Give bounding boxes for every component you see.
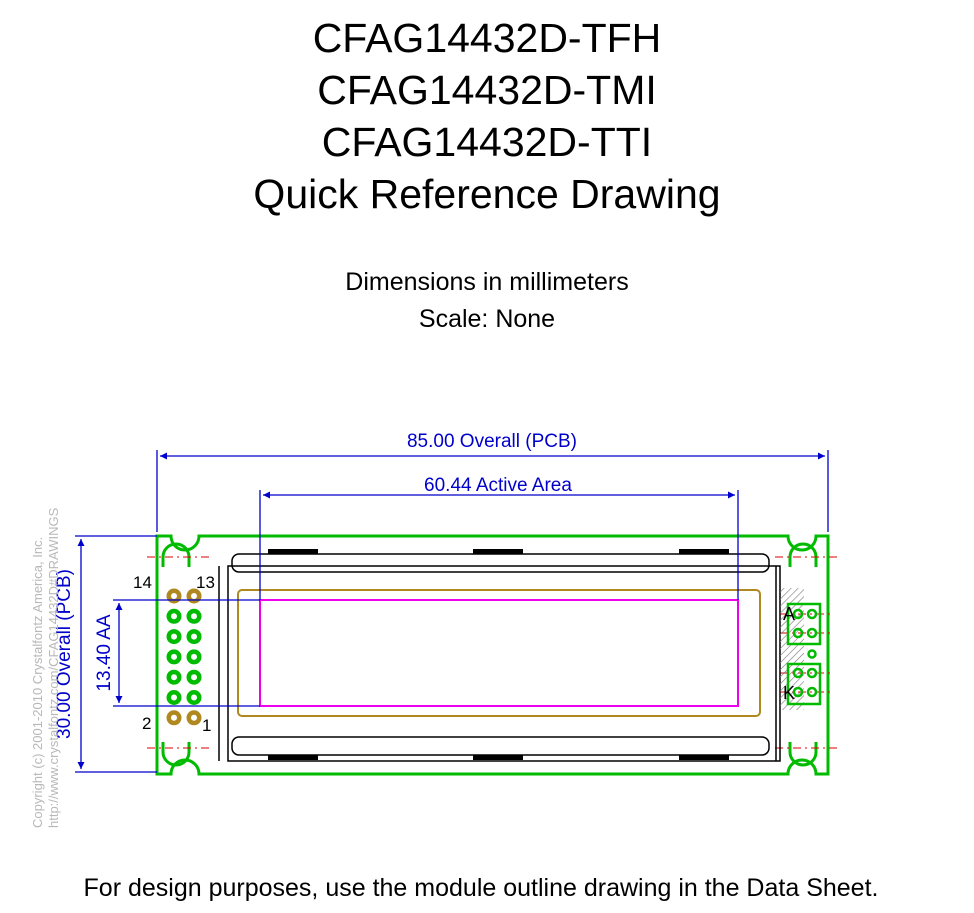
pin-hole — [191, 593, 197, 599]
pin-hole — [171, 613, 177, 620]
title-block: CFAG14432D-TFH CFAG14432D-TMI CFAG14432D… — [0, 12, 974, 220]
copyright-notice: Copyright (c) 2001-2010 Crystalfontz Ame… — [30, 508, 62, 828]
mounting-holes — [161, 542, 818, 767]
pin-hole — [191, 633, 197, 640]
pin-14-label: 14 — [133, 573, 152, 592]
copyright-line-1: Copyright (c) 2001-2010 Crystalfontz Ame… — [30, 536, 45, 828]
bezel-tabs — [268, 549, 729, 760]
pin-hole — [171, 593, 177, 599]
pin-1-label: 1 — [202, 716, 211, 735]
overall-width-label: 85.00 Overall (PCB) — [407, 431, 577, 452]
title-line-2: CFAG14432D-TMI — [317, 67, 657, 113]
pin-hole — [191, 714, 197, 721]
scale-note: Scale: None — [418, 305, 556, 333]
pin-hole — [171, 714, 177, 721]
backlight-pads — [786, 602, 822, 706]
pin-13-label: 13 — [196, 573, 215, 592]
active-area — [259, 599, 739, 707]
footer-note: For design purposes, use the module outl… — [83, 874, 879, 902]
copyright-line-2: http://www.crystalfontz.com/CFAG14432D#D… — [46, 507, 61, 828]
centerlines — [147, 556, 840, 749]
pin-hole — [171, 674, 177, 681]
lcd-bezel — [218, 553, 781, 762]
pin-hole — [191, 653, 197, 660]
title-line-3: CFAG14432D-TTI — [321, 119, 653, 165]
pin-hole — [191, 613, 197, 620]
pin-header — [166, 588, 202, 726]
pcb-outline — [155, 534, 830, 776]
pin-2-label: 2 — [142, 714, 151, 733]
pin-hole — [191, 674, 197, 681]
active-height-label: 13.40 AA — [94, 614, 115, 691]
dimensions-note: Dimensions in millimeters — [345, 268, 629, 296]
pin-hole — [191, 694, 197, 701]
dimension-lines — [75, 450, 829, 773]
title-line-4: Quick Reference Drawing — [253, 171, 721, 217]
pin-hole — [171, 633, 177, 640]
active-width-label: 60.44 Active Area — [424, 475, 572, 496]
pin-hole — [171, 653, 177, 660]
subtitle-block: Dimensions in millimeters Scale: None — [0, 264, 974, 338]
cathode-label: K — [783, 683, 795, 703]
pin-hole — [171, 694, 177, 701]
overall-height-label: 30.00 Overall (PCB) — [54, 569, 75, 739]
viewing-area — [237, 589, 761, 717]
title-line-1: CFAG14432D-TFH — [312, 15, 662, 61]
anode-label: A — [783, 604, 795, 624]
